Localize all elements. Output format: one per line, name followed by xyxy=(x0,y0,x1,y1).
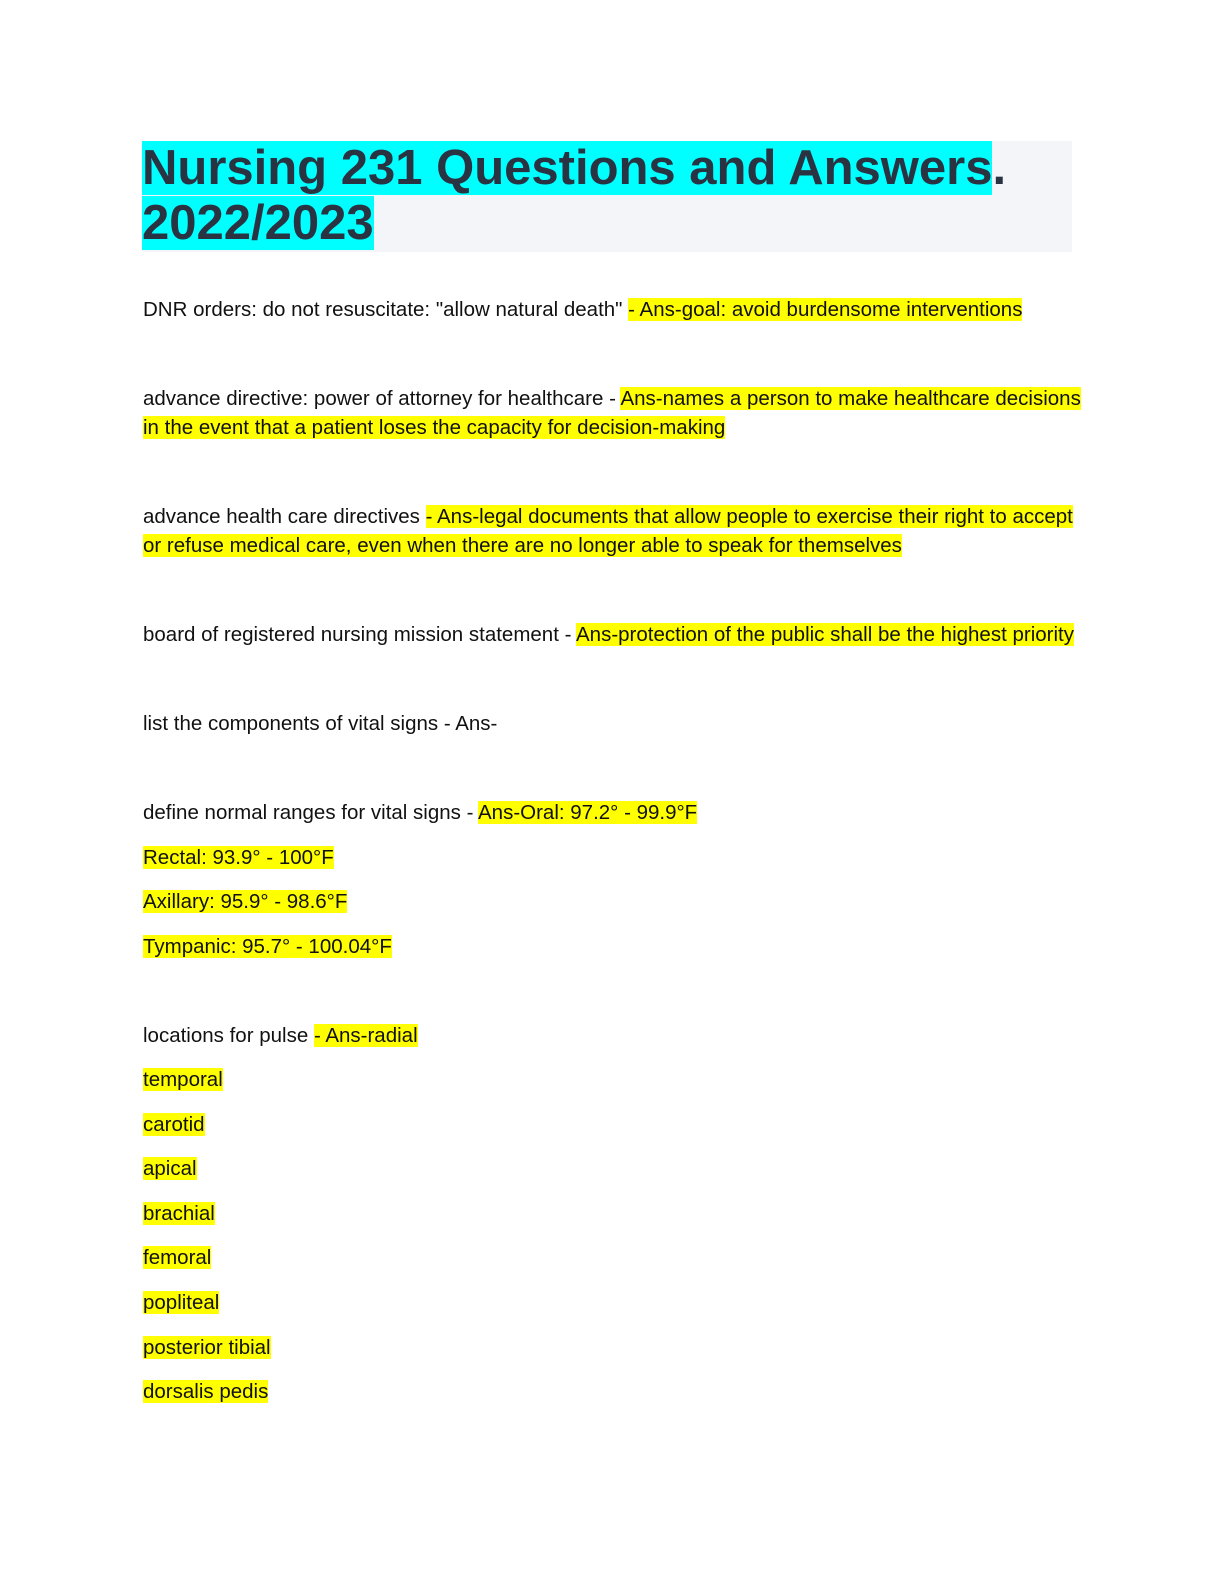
list-item: posterior tibial xyxy=(143,1333,271,1362)
list-item: temporal xyxy=(143,1065,223,1094)
qa-vital-components: list the components of vital signs - Ans… xyxy=(143,709,497,738)
answer-text: carotid xyxy=(143,1113,205,1136)
question-text: define normal ranges for vital signs - xyxy=(143,801,478,824)
list-item: Rectal: 93.9° - 100°F xyxy=(143,843,334,872)
answer-text: apical xyxy=(143,1157,197,1180)
answer-text: brachial xyxy=(143,1202,215,1225)
list-item: brachial xyxy=(143,1199,215,1228)
answer-text: Ans-protection of the public shall be th… xyxy=(576,623,1074,646)
qa-advance-directive: advance directive: power of attorney for… xyxy=(143,384,1081,413)
answer-text: Rectal: 93.9° - 100°F xyxy=(143,846,334,869)
question-text: DNR orders: do not resuscitate: "allow n… xyxy=(143,298,629,321)
qa-advance-directive-cont: in the event that a patient loses the ca… xyxy=(143,413,726,442)
answer-text: Ans-Oral: 97.2° - 99.9°F xyxy=(478,801,698,824)
list-item: femoral xyxy=(143,1243,212,1272)
answer-text: Ans-names a person to make healthcare de… xyxy=(620,387,1081,410)
list-item: apical xyxy=(143,1154,197,1183)
list-item: popliteal xyxy=(143,1288,220,1317)
question-text: advance directive: power of attorney for… xyxy=(143,387,621,410)
answer-text: in the event that a patient loses the ca… xyxy=(143,416,726,439)
answer-text: temporal xyxy=(143,1068,223,1091)
question-text: advance health care directives xyxy=(143,505,426,528)
title-year: 2022/2023 xyxy=(142,196,374,250)
answer-text: - Ans-goal: avoid burdensome interventio… xyxy=(628,298,1023,321)
answer-text: Axillary: 95.9° - 98.6°F xyxy=(143,890,348,913)
answer-text: - Ans-legal documents that allow people … xyxy=(425,505,1073,528)
list-item: Tympanic: 95.7° - 100.04°F xyxy=(143,932,392,961)
question-text: board of registered nursing mission stat… xyxy=(143,623,576,646)
question-text: locations for pulse xyxy=(143,1024,314,1047)
answer-text: dorsalis pedis xyxy=(143,1380,269,1403)
list-item: carotid xyxy=(143,1110,205,1139)
answer-text: - Ans-radial xyxy=(313,1024,418,1047)
answer-text: popliteal xyxy=(143,1291,220,1314)
title-period: . xyxy=(992,141,1007,195)
qa-vital-ranges: define normal ranges for vital signs - A… xyxy=(143,798,698,827)
qa-board-mission: board of registered nursing mission stat… xyxy=(143,620,1074,649)
qa-dnr: DNR orders: do not resuscitate: "allow n… xyxy=(143,295,1023,324)
answer-text: femoral xyxy=(143,1246,212,1269)
list-item: dorsalis pedis xyxy=(143,1377,269,1406)
qa-pulse-locations: locations for pulse - Ans-radial xyxy=(143,1021,418,1050)
question-text: list the components of vital signs - Ans… xyxy=(143,712,498,735)
answer-text: posterior tibial xyxy=(143,1336,271,1359)
qa-advance-health-care-cont: or refuse medical care, even when there … xyxy=(143,531,902,560)
document-title: Nursing 231 Questions and Answers. 2022/2… xyxy=(142,141,1072,251)
list-item: Axillary: 95.9° - 98.6°F xyxy=(143,887,348,916)
answer-text: or refuse medical care, even when there … xyxy=(143,534,902,557)
title-part-1: Nursing 231 Questions and Answers xyxy=(142,141,993,195)
qa-advance-health-care: advance health care directives - Ans-leg… xyxy=(143,502,1073,531)
answer-text: Tympanic: 95.7° - 100.04°F xyxy=(143,935,392,958)
